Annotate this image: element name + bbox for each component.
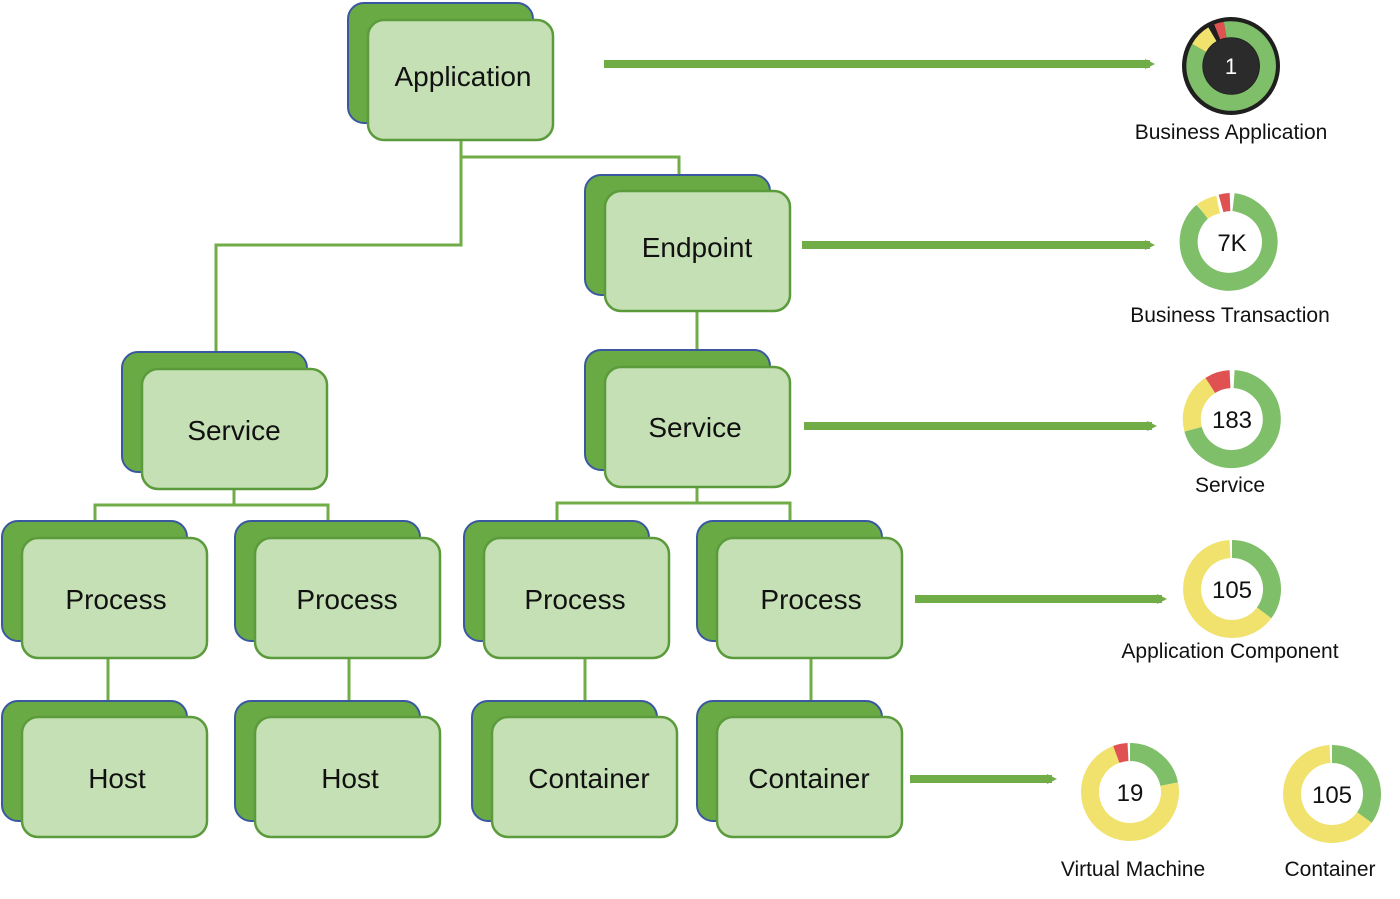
connectors [93,140,813,702]
donut-segment-green [1331,745,1382,823]
donut-segment-red [1113,743,1129,763]
node-endpoint: Endpoint [584,174,792,313]
metric-value-business-application: 1 [1225,54,1237,79]
node-container-1: Container [471,700,679,839]
connector-application-service-left [214,140,463,352]
node-label-container-1: Container [528,763,649,794]
metric-value-container: 105 [1312,782,1352,809]
donut-segment-red [1218,193,1231,213]
metric-service: 183 Service [1182,370,1281,497]
metric-value-service: 183 [1212,407,1252,434]
node-process-3: Process [463,520,671,660]
arrows [604,59,1167,784]
connector-service-left-processes [93,490,236,522]
node-label-endpoint: Endpoint [642,232,753,263]
metric-value-application-component: 105 [1212,577,1252,604]
connector-service-right-process4 [697,501,792,522]
node-label-application: Application [395,61,532,92]
donut-segment-red [1205,370,1231,394]
donut-segment-green [1184,370,1281,469]
donut-segment-yellow [1283,745,1372,843]
metric-business-application: 1 Business Application [1135,17,1328,144]
metric-virtual-machine: 19 Virtual Machine [1061,743,1205,881]
metric-caption-application-component: Application Component [1121,640,1338,663]
metric-caption-business-application: Business Application [1135,121,1328,144]
node-label-process-4: Process [760,584,861,615]
metric-caption-container: Container [1284,858,1375,881]
node-process-2: Process [234,520,442,660]
node-label-process-2: Process [296,584,397,615]
donut-segment-green [1129,743,1179,787]
node-host-1: Host [1,700,209,839]
donut-segment-green [1231,540,1282,619]
node-service-right: Service [584,349,792,489]
node-host-2: Host [234,700,442,839]
node-application: Application [347,2,555,142]
node-label-service-right: Service [648,412,741,443]
metric-caption-service: Service [1195,474,1265,497]
donut-segment-yellow [1081,745,1179,841]
donut-segment-green [1179,193,1278,291]
node-label-process-3: Process [524,584,625,615]
donut-segment-yellow [1182,377,1216,432]
donut-segment-green [1186,21,1276,111]
metric-business-transaction: 7K Business Transaction [1130,193,1330,327]
metric-value-business-transaction: 7K [1217,230,1246,257]
metric-container: 105 Container [1283,745,1382,881]
node-service-left: Service [121,351,329,491]
node-process-1: Process [1,520,209,660]
node-label-container-2: Container [748,763,869,794]
donut-segment-yellow [1192,27,1217,53]
donut-segment-yellow [1183,540,1272,638]
metric-caption-business-transaction: Business Transaction [1130,304,1330,327]
metric-application-component: 105 Application Component [1121,540,1339,663]
donut-segment-red [1214,21,1227,40]
connector-service-left-process2 [234,503,330,522]
node-container-2: Container [696,700,904,839]
connector-application-endpoint [461,155,681,175]
node-process-4: Process [696,520,904,660]
node-label-host-1: Host [88,763,146,794]
node-label-process-1: Process [65,584,166,615]
connector-service-right-processes [555,488,699,522]
node-label-host-2: Host [321,763,379,794]
metric-caption-virtual-machine: Virtual Machine [1061,858,1205,881]
metric-value-virtual-machine: 19 [1117,780,1144,807]
node-label-service-left: Service [187,415,280,446]
donut-segment-yellow [1197,195,1221,220]
